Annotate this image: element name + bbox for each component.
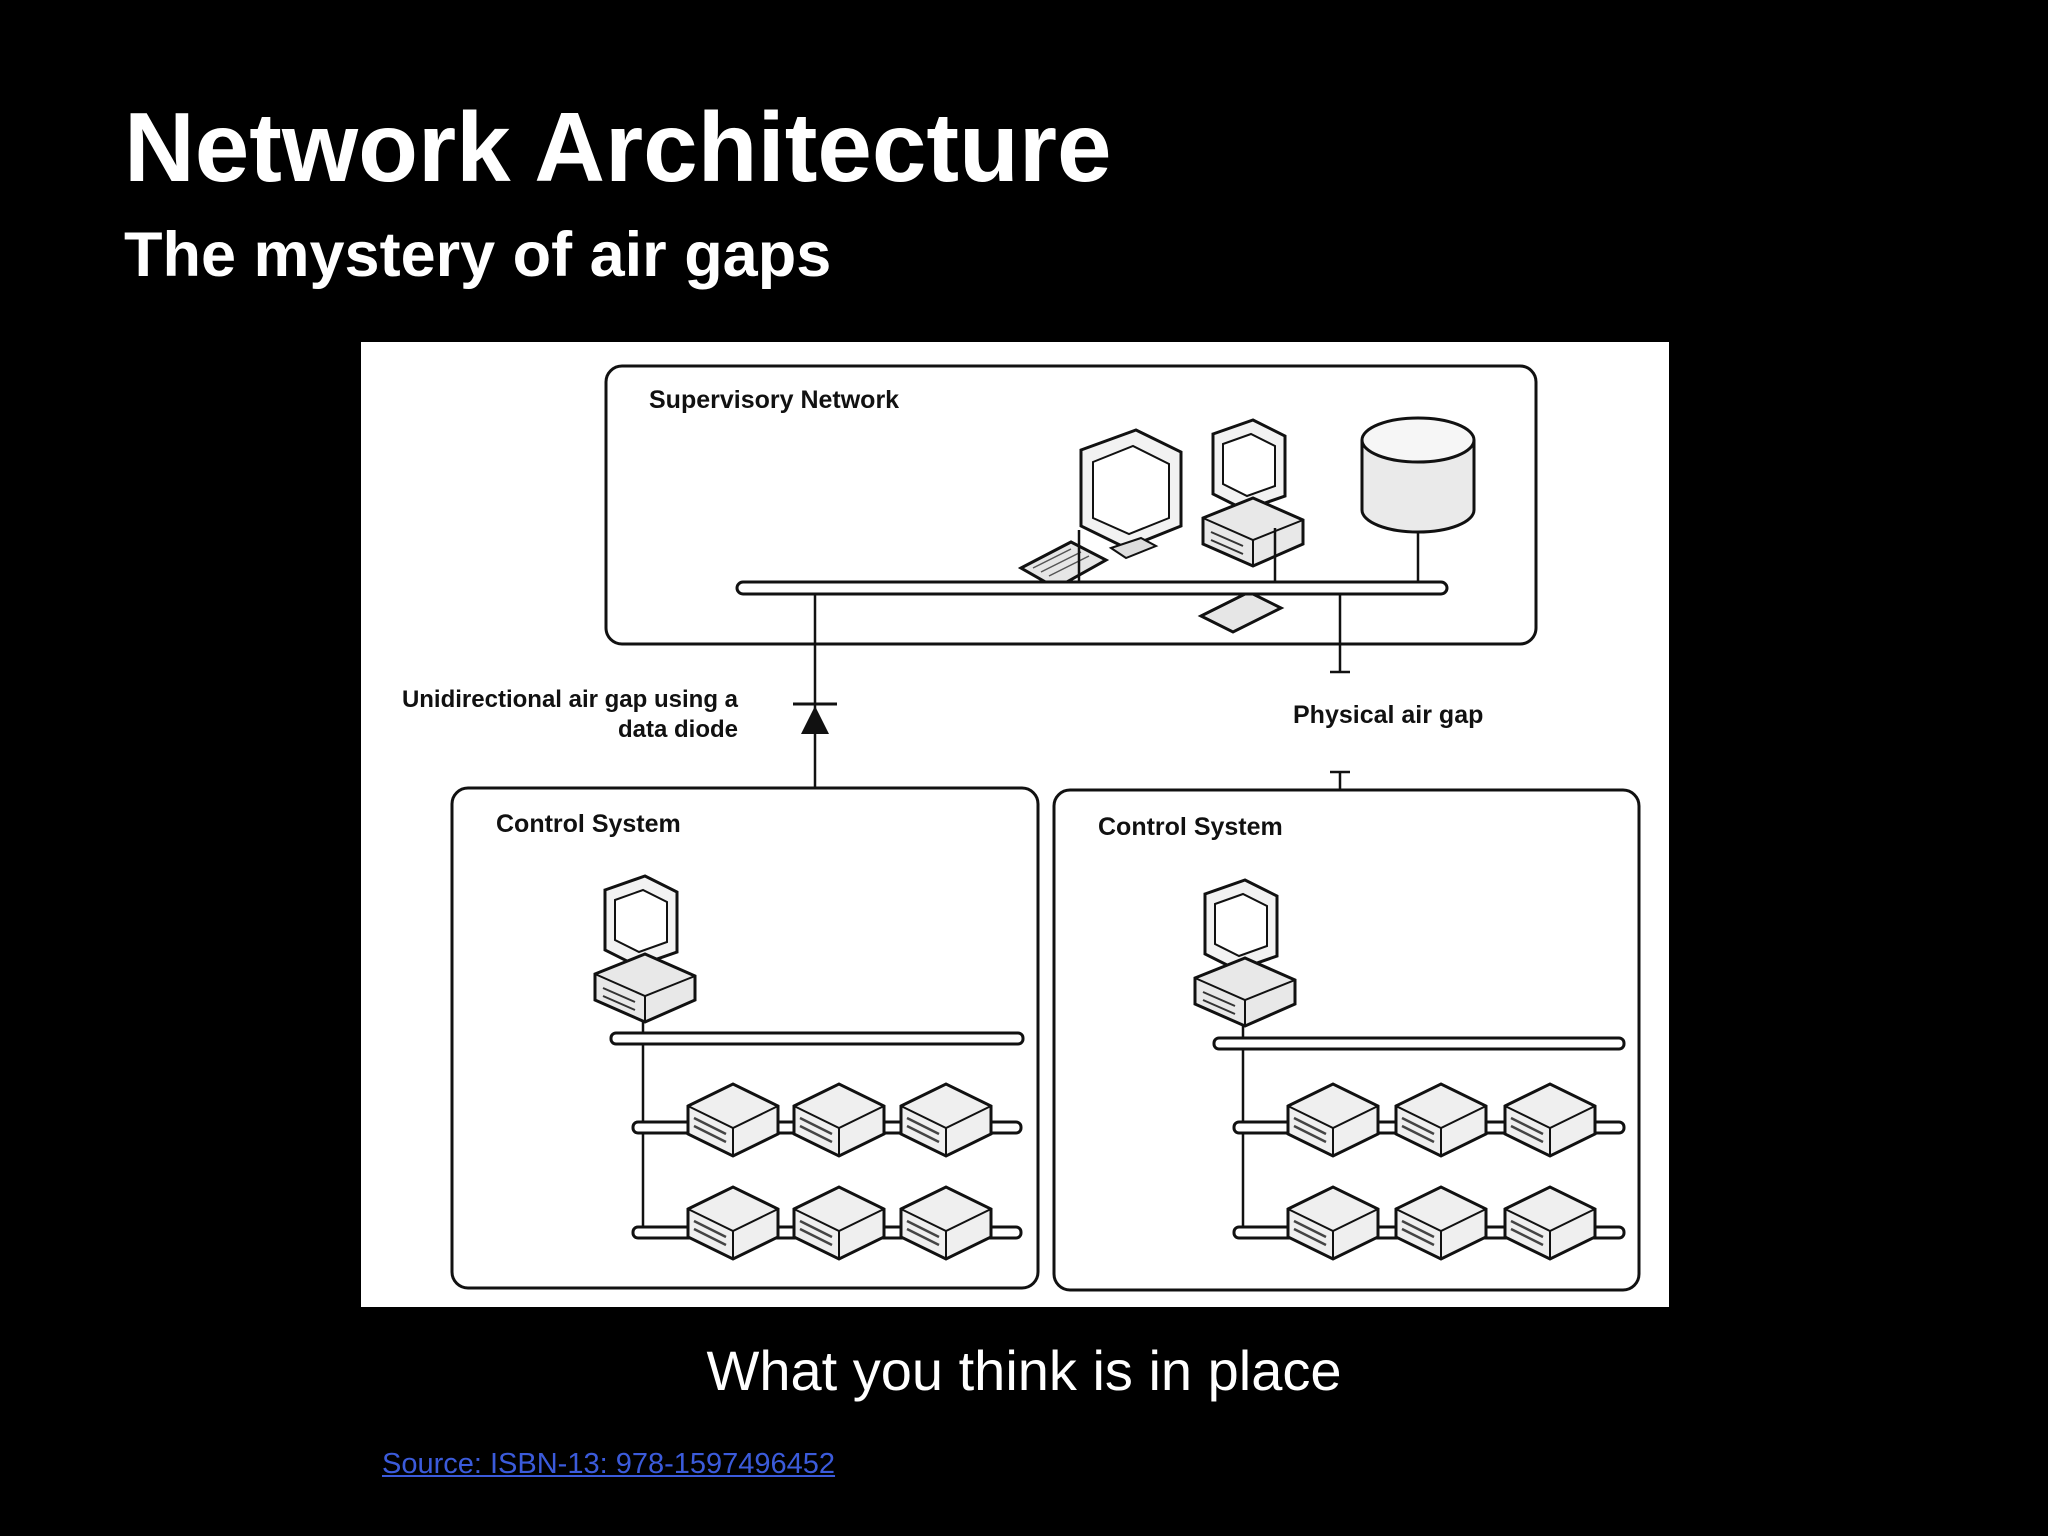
control-bus-left	[609, 1031, 1025, 1046]
diode-label-line1: Unidirectional air gap using a	[402, 686, 739, 713]
slide-caption: What you think is in place	[706, 1339, 1342, 1402]
diode-label-line2: data diode	[618, 716, 738, 743]
control-bus-right	[1212, 1036, 1626, 1051]
air-gap-label: Physical air gap	[1293, 701, 1483, 729]
data-diode-icon	[793, 702, 837, 734]
source-link[interactable]: Source: ISBN-13: 978-1597496452	[382, 1448, 836, 1480]
network-diagram: Supervisory Network Unidirectional air g…	[361, 342, 1669, 1307]
control-label-left: Control System	[496, 810, 681, 838]
supervisory-label: Supervisory Network	[649, 386, 899, 414]
slide-subtitle: The mystery of air gaps	[124, 220, 832, 290]
workstation-icon	[1197, 418, 1305, 634]
database-icon	[1360, 416, 1476, 534]
control-label-right: Control System	[1098, 813, 1283, 841]
supervisory-bus	[735, 580, 1449, 596]
slide-title: Network Architecture	[124, 92, 1112, 202]
